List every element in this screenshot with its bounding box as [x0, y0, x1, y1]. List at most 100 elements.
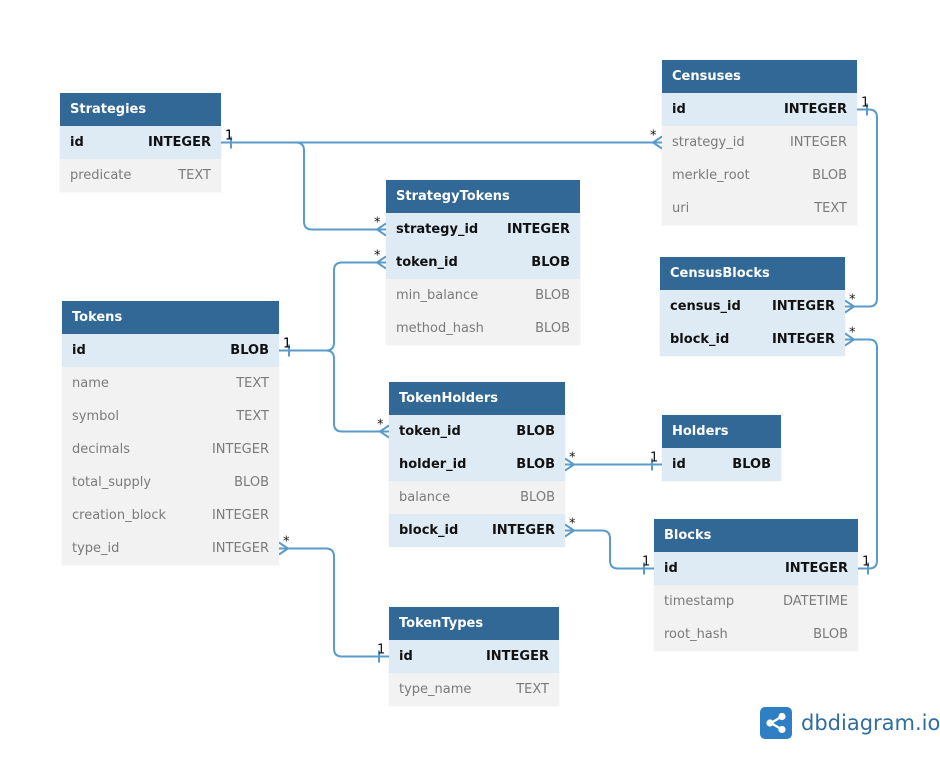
many-end-marker [376, 222, 387, 237]
many-end-marker [564, 457, 575, 472]
field-type: BLOB [516, 457, 555, 472]
field-name: merkle_root [672, 168, 750, 183]
field-type: BLOB [234, 475, 269, 490]
field-name: method_hash [396, 321, 484, 336]
relationship-line [221, 141, 386, 231]
field-type: TEXT [236, 409, 269, 424]
many-end-marker [564, 523, 575, 538]
table-header[interactable]: Tokens [62, 301, 279, 334]
table-header[interactable]: StrategyTokens [386, 180, 580, 213]
dbdiagram-logo[interactable]: dbdiagram.io [760, 706, 940, 740]
field-name: symbol [72, 409, 119, 424]
logo-text: dbdiagram.io [801, 711, 940, 735]
cardinality-one-label: 1 [283, 337, 291, 352]
field-row-id[interactable]: id INTEGER [389, 640, 559, 673]
cardinality-many-label: * [849, 326, 856, 341]
relationship-line [279, 349, 389, 433]
field-name: decimals [72, 442, 131, 457]
table-header[interactable]: CensusBlocks [660, 257, 845, 290]
cardinality-many-label: * [849, 293, 856, 308]
cardinality-many-label: * [377, 418, 384, 433]
field-type: BLOB [535, 288, 570, 303]
field-type: INTEGER [211, 508, 269, 523]
field-name: block_id [399, 523, 459, 538]
field-name: uri [672, 201, 690, 216]
field-row-symbol[interactable]: symbol TEXT [62, 400, 279, 433]
field-type: BLOB [230, 343, 269, 358]
field-row-total-supply[interactable]: total_supply BLOB [62, 466, 279, 499]
field-type: INTEGER [211, 541, 269, 556]
field-row-id[interactable]: id BLOB [62, 334, 279, 367]
cardinality-many-label: * [569, 451, 576, 466]
field-type: INTEGER [491, 523, 555, 538]
cardinality-one-label: 1 [642, 555, 650, 570]
many-end-marker [278, 541, 289, 556]
field-name: holder_id [399, 457, 467, 472]
field-name: predicate [70, 168, 132, 183]
table-header[interactable]: Holders [662, 415, 781, 448]
relationship-line [565, 529, 654, 570]
field-type: BLOB [520, 490, 555, 505]
cardinality-many-label: * [374, 249, 381, 264]
field-name: census_id [670, 299, 741, 314]
field-row-holder-id[interactable]: holder_id BLOB [389, 448, 565, 481]
field-row-type-name[interactable]: type_name TEXT [389, 673, 559, 706]
field-type: TEXT [516, 682, 549, 697]
field-type: BLOB [732, 457, 771, 472]
many-end-marker [844, 299, 855, 314]
table-header[interactable]: Censuses [662, 60, 857, 93]
cardinality-many-label: * [650, 129, 657, 144]
field-name: token_id [399, 424, 461, 439]
field-name: timestamp [664, 594, 735, 609]
table-header[interactable]: TokenHolders [389, 382, 565, 415]
field-name: strategy_id [396, 222, 479, 237]
field-name: id [72, 343, 86, 358]
field-row-decimals[interactable]: decimals INTEGER [62, 433, 279, 466]
share-nodes-icon [760, 707, 792, 739]
many-end-marker [652, 135, 663, 150]
field-name: id [399, 649, 413, 664]
field-row-block-id[interactable]: block_id INTEGER [389, 514, 565, 547]
table-token-types[interactable]: TokenTypes id INTEGER type_name TEXT [389, 607, 559, 706]
field-type: INTEGER [485, 649, 549, 664]
table-header[interactable]: Strategies [60, 93, 221, 126]
cardinality-many-label: * [283, 535, 290, 550]
field-name: type_name [399, 682, 472, 697]
table-header[interactable]: Blocks [654, 519, 858, 552]
cardinality-one-label: 1 [377, 643, 385, 658]
field-type: INTEGER [211, 442, 269, 457]
field-name: block_id [670, 332, 730, 347]
field-name: total_supply [72, 475, 152, 490]
table-header[interactable]: TokenTypes [389, 607, 559, 640]
